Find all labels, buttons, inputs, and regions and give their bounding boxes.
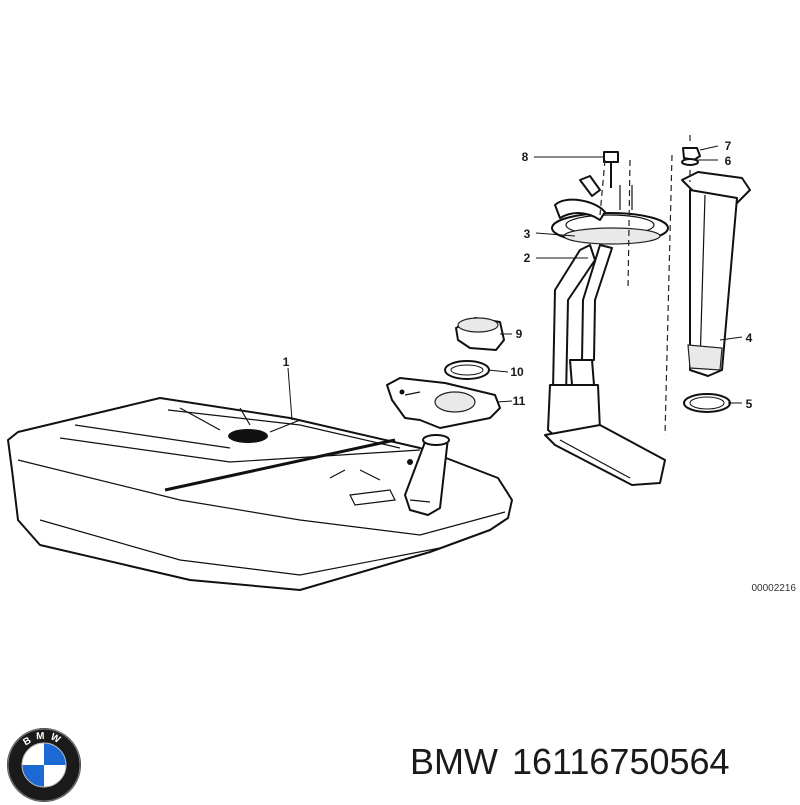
callout-2: 2	[524, 251, 531, 265]
cap-seal	[444, 360, 490, 380]
callout-4: 4	[746, 331, 753, 345]
nut	[682, 147, 701, 161]
bolt	[603, 151, 619, 188]
sender-seal	[563, 227, 661, 245]
fuel-tank	[7, 397, 513, 591]
brand-name: BMW	[410, 741, 498, 782]
part-number: 16116750564	[511, 741, 730, 782]
fuel-filter	[681, 171, 751, 377]
filter-ring	[683, 393, 731, 413]
callout-6: 6	[725, 154, 732, 168]
callout-10: 10	[510, 365, 524, 379]
callout-labels: 1 2 3 4 5 6 7 8 9 10 11	[283, 139, 753, 411]
bmw-logo: BMW	[7, 728, 81, 802]
callout-11: 11	[513, 394, 526, 408]
callout-3: 3	[524, 227, 531, 241]
filler-plate	[386, 377, 501, 429]
callout-8: 8	[522, 150, 529, 164]
washer	[681, 158, 699, 166]
diagram-reference-code: 00002216	[752, 583, 797, 594]
callout-5: 5	[746, 397, 753, 411]
filler-neck	[404, 434, 450, 516]
sending-unit	[544, 175, 669, 486]
callout-9: 9	[516, 327, 523, 341]
callout-1: 1	[283, 355, 290, 369]
callout-7: 7	[725, 139, 732, 153]
part-caption: BMW 16116750564	[410, 741, 730, 783]
leader-lines	[287, 145, 743, 421]
filler-cap	[455, 317, 505, 351]
